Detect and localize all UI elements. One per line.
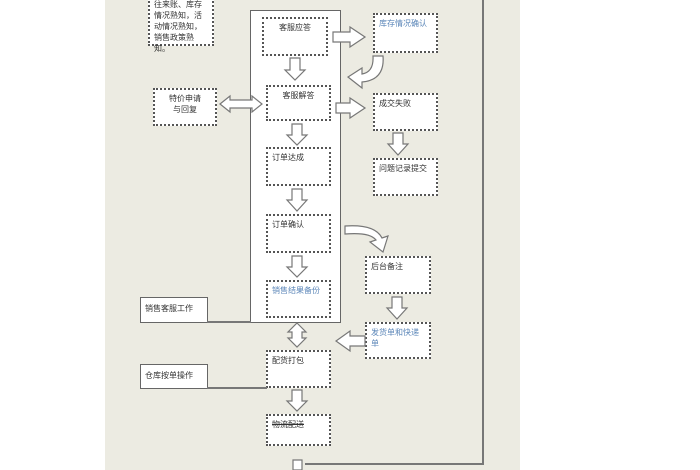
issue-submit-box: 问题记录提交 <box>373 158 438 196</box>
down-arrow-icon <box>283 57 307 81</box>
special-price-line: 特价申请 <box>169 94 201 103</box>
down-arrow-icon <box>285 123 309 146</box>
sales-service-label-box: 销售客服工作 <box>140 297 208 323</box>
logistics-box: 物流配送 <box>266 414 331 446</box>
down-arrow-icon <box>285 188 309 212</box>
knowledge-line: 动情况熟知， <box>154 22 202 31</box>
down-arrow-icon <box>385 296 409 320</box>
down-arrow-icon <box>285 255 309 278</box>
knowledge-line: 情况熟知，活 <box>154 11 202 20</box>
knowledge-box: 往来账、库存 情况熟知，活 动情况熟知， 销售政策熟知。 <box>148 0 214 53</box>
connector-line <box>207 387 267 389</box>
left-arrow-icon <box>334 329 366 353</box>
right-arrow-icon <box>335 96 367 120</box>
reply-label: 客服应答 <box>279 23 311 32</box>
answer-label: 客服解答 <box>282 91 315 100</box>
reply-box: 客服应答 <box>262 17 328 56</box>
connector-line <box>207 321 251 323</box>
deal-fail-label: 成交失败 <box>379 99 411 108</box>
stock-confirm-box: 库存情况确认 <box>373 13 438 53</box>
down-arrow-icon <box>386 132 410 156</box>
sales-service-label: 销售客服工作 <box>145 304 193 313</box>
warehouse-label: 仓库按单操作 <box>145 371 193 380</box>
issue-submit-label: 问题记录提交 <box>379 164 427 173</box>
warehouse-label-box: 仓库按单操作 <box>140 364 208 389</box>
backend-note-label: 后台备注 <box>371 262 403 271</box>
special-price-line: 与回复 <box>173 105 197 114</box>
return-line-horizontal <box>305 463 484 465</box>
down-arrow-icon <box>285 389 309 412</box>
packing-label: 配货打包 <box>272 356 304 365</box>
double-arrow-icon <box>286 322 308 348</box>
curved-arrow-icon <box>346 55 384 90</box>
shipping-docs-box: 发货单和快递单 <box>365 322 431 359</box>
sales-backup-label: 销售结果备份 <box>272 286 320 295</box>
logistics-label: 物流配送 <box>272 420 304 429</box>
down-arrow-icon <box>292 459 303 470</box>
order-done-label: 订单达成 <box>272 153 304 162</box>
return-line-vertical <box>482 0 484 464</box>
order-confirm-box: 订单确认 <box>266 214 331 253</box>
knowledge-line: 销售政策熟知。 <box>154 33 194 53</box>
curved-arrow-icon <box>344 225 389 254</box>
order-confirm-label: 订单确认 <box>272 220 304 229</box>
stock-confirm-label: 库存情况确认 <box>379 19 427 28</box>
sales-backup-box: 销售结果备份 <box>266 280 331 318</box>
backend-note-box: 后台备注 <box>365 256 431 294</box>
right-arrow-icon <box>332 25 367 49</box>
special-price-box: 特价申请 与回复 <box>153 88 217 126</box>
knowledge-line: 往来账、库存 <box>154 0 202 9</box>
shipping-docs-label: 发货单和快递单 <box>371 328 419 348</box>
deal-fail-box: 成交失败 <box>373 93 438 131</box>
packing-box: 配货打包 <box>266 350 331 388</box>
answer-box: 客服解答 <box>266 85 331 121</box>
double-arrow-icon <box>219 94 263 114</box>
order-done-box: 订单达成 <box>266 147 331 186</box>
